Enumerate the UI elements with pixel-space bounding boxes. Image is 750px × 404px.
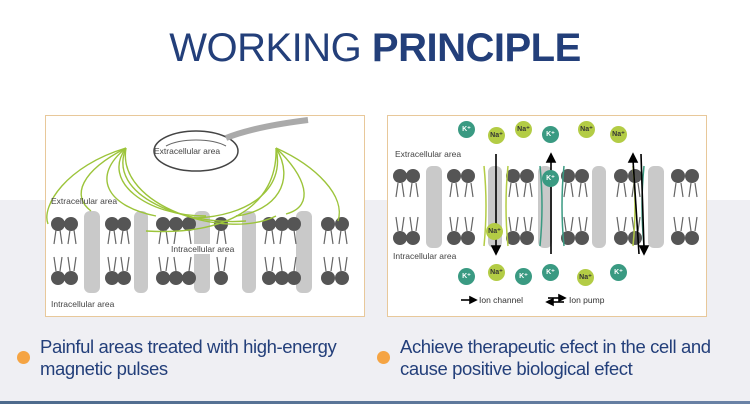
lipid-heads-bottom [51, 271, 349, 285]
legend-ion-pump: Ion pump [569, 295, 605, 305]
ion-na: Na⁺ [610, 126, 627, 143]
ion-na: Na⁺ [488, 264, 505, 281]
bullet-dot-icon [17, 351, 30, 364]
page-title: WORKING PRINCIPLE [0, 26, 750, 71]
title-part-principle: PRINCIPLE [371, 26, 581, 70]
ion-na-in-channel: Na⁺ [486, 223, 503, 240]
title-part-working: WORKING [169, 26, 362, 70]
ion-k: K⁺ [542, 264, 559, 281]
lipid-tails [395, 182, 698, 232]
ion-na: Na⁺ [488, 127, 505, 144]
ion-k: K⁺ [542, 126, 559, 143]
coil-device-icon [153, 117, 309, 172]
bullet-item: Achieve therapeutic efect in the cell an… [377, 336, 747, 380]
legend-ion-channel: Ion channel [479, 295, 523, 305]
lipid-heads-top [51, 217, 349, 231]
label-intracellular: Intracellular area [393, 251, 457, 261]
bottom-divider [0, 401, 750, 404]
lipid-heads-top [393, 169, 699, 183]
ion-na: Na⁺ [515, 121, 532, 138]
label-intracellular-mid: Intracellular area [169, 244, 237, 254]
ion-k-in-channel: K⁺ [542, 170, 559, 187]
label-extracellular: Extracellular area [51, 196, 118, 206]
ion-na: Na⁺ [577, 269, 594, 286]
ion-k: K⁺ [610, 264, 627, 281]
label-extracellular-device: Extracellular area [154, 146, 221, 156]
ion-na: Na⁺ [578, 121, 595, 138]
membrane-illustration-left [46, 117, 349, 293]
membrane-proteins [84, 211, 312, 293]
magnetic-field-lines [46, 147, 340, 233]
ion-k: K⁺ [458, 121, 475, 138]
lipid-tails [53, 229, 348, 272]
legend-arrows [461, 293, 567, 307]
label-extracellular: Extracellular area [395, 149, 462, 159]
magnetic-pulse-diagram: Extracellular area Extracellular area In… [45, 115, 365, 317]
bullet-dot-icon [377, 351, 390, 364]
bullet-item: Painful areas treated with high-energy m… [17, 336, 382, 380]
ion-channel-diagram: Extracellular area Intracellular area K⁺… [387, 115, 707, 317]
label-intracellular: Intracellular area [51, 299, 115, 309]
ion-k: K⁺ [458, 268, 475, 285]
bullet-text: Painful areas treated with high-energy m… [40, 336, 337, 379]
membrane-illustration-right [393, 152, 699, 307]
bullet-text: Achieve therapeutic efect in the cell an… [400, 336, 711, 379]
lipid-heads-bottom [393, 231, 699, 245]
ion-k: K⁺ [515, 268, 532, 285]
